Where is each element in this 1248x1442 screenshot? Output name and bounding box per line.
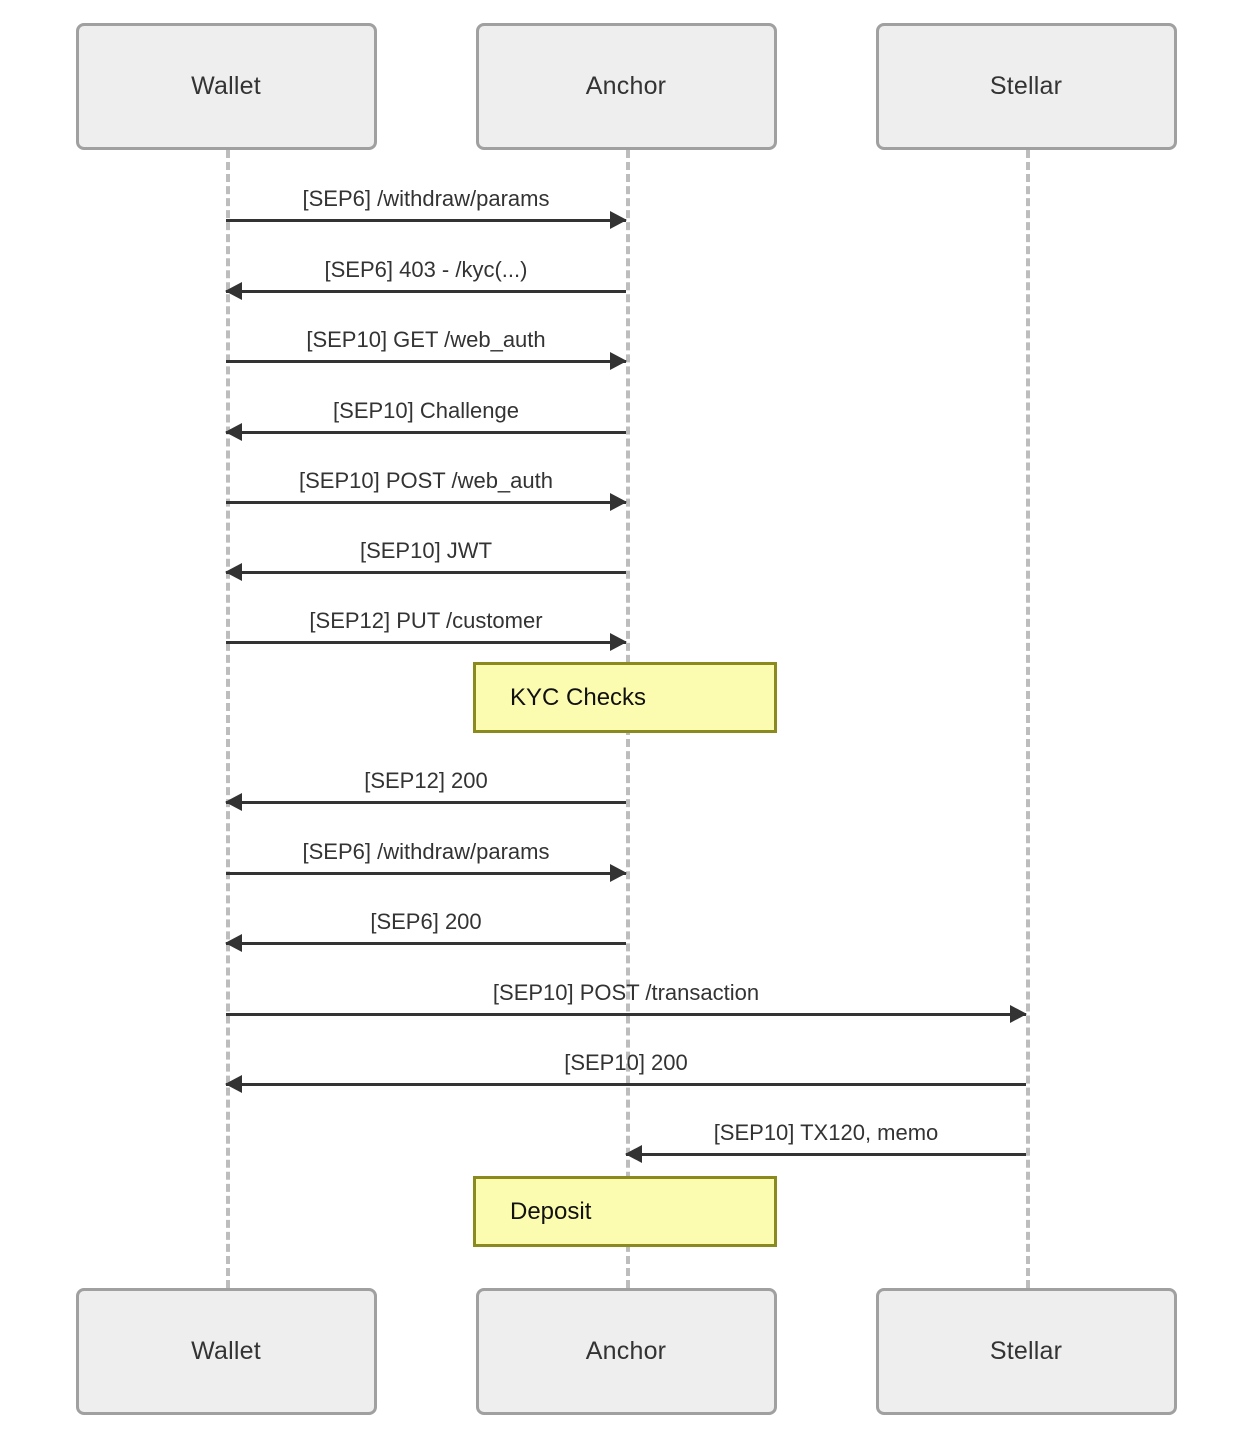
message-label: [SEP6] /withdraw/params (302, 838, 550, 864)
participant-label: Wallet (191, 1337, 261, 1365)
arrow-head-icon (225, 793, 242, 811)
note-kyc-checks[interactable]: KYC Checks (473, 662, 777, 733)
arrow-line (626, 1153, 1026, 1156)
arrow-line (226, 571, 626, 574)
arrow-line (226, 872, 626, 875)
participant-label: Stellar (989, 72, 1063, 100)
message-label: [SEP6] /withdraw/params (302, 185, 550, 211)
arrow-head-icon (225, 563, 242, 581)
message-label: [SEP10] Challenge (333, 397, 519, 423)
message-label: [SEP6] 200 (370, 908, 482, 934)
message-label: [SEP6] 403 - /kyc(...) (324, 256, 528, 282)
participant-label: Stellar (989, 1337, 1063, 1365)
arrow-head-icon (610, 864, 627, 882)
arrow-line (226, 290, 626, 293)
participant-label: Anchor (585, 1337, 667, 1365)
participant-box-wallet[interactable]: Wallet (75, 23, 377, 150)
arrow-head-icon (610, 211, 627, 229)
note-label: Deposit (510, 1197, 592, 1225)
arrow-line (226, 501, 626, 504)
note-label: KYC Checks (510, 683, 647, 711)
participant-box-anchor[interactable]: Anchor (475, 23, 777, 150)
lifeline-wallet (226, 150, 230, 1288)
arrow-head-icon (610, 352, 627, 370)
arrow-head-icon (1010, 1005, 1027, 1023)
arrow-line (226, 1083, 1026, 1086)
participant-label: Wallet (191, 72, 261, 100)
arrow-head-icon (610, 493, 627, 511)
message-label: [SEP10] POST /web_auth (299, 467, 553, 493)
participant-box-anchor[interactable]: Anchor (475, 1288, 777, 1415)
arrow-head-icon (225, 1075, 242, 1093)
arrow-head-icon (225, 934, 242, 952)
arrow-head-icon (225, 282, 242, 300)
arrow-line (226, 641, 626, 644)
arrow-line (226, 360, 626, 363)
arrow-head-icon (610, 633, 627, 651)
participant-box-stellar[interactable]: Stellar (875, 23, 1177, 150)
participant-box-wallet[interactable]: Wallet (75, 1288, 377, 1415)
arrow-line (226, 801, 626, 804)
arrow-line (226, 431, 626, 434)
arrow-line (226, 1013, 1026, 1016)
arrow-head-icon (625, 1145, 642, 1163)
lifeline-stellar (1026, 150, 1030, 1288)
message-label: [SEP10] GET /web_auth (306, 326, 546, 352)
arrow-head-icon (225, 423, 242, 441)
message-label: [SEP12] 200 (364, 767, 488, 793)
participant-label: Anchor (585, 72, 667, 100)
message-label: [SEP10] 200 (564, 1049, 688, 1075)
message-label: [SEP12] PUT /customer (309, 607, 543, 633)
arrow-line (226, 942, 626, 945)
arrow-line (226, 219, 626, 222)
message-label: [SEP10] POST /transaction (492, 979, 760, 1005)
participant-box-stellar[interactable]: Stellar (875, 1288, 1177, 1415)
note-deposit[interactable]: Deposit (473, 1176, 777, 1247)
message-label: [SEP10] JWT (359, 537, 493, 563)
message-label: [SEP10] TX120, memo (713, 1119, 939, 1145)
